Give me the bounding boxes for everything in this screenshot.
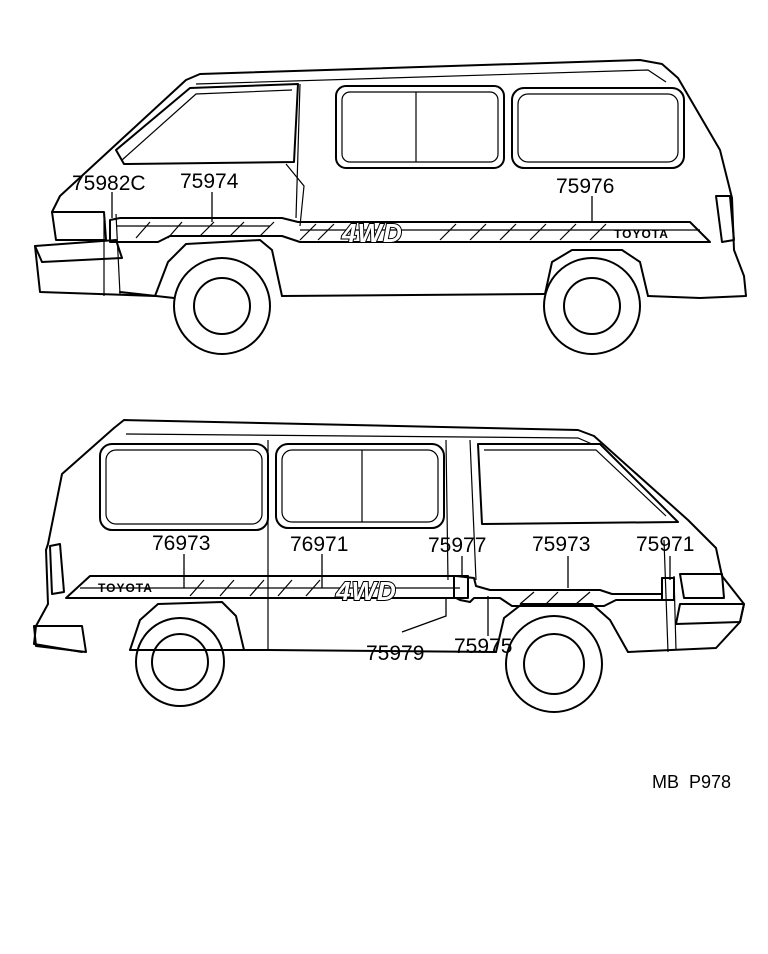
headlight xyxy=(51,211,107,241)
part-label-75973: 75973 xyxy=(532,533,590,556)
front-wheel xyxy=(173,257,271,355)
part-label-75974: 75974 xyxy=(180,170,239,193)
rear-wheel-bottom xyxy=(135,617,225,707)
stripe-brand-top: TOYOTA xyxy=(614,227,669,241)
side-stripe-top: 4WD TOYOTA xyxy=(109,217,711,249)
stripe-end-piece xyxy=(453,575,469,599)
side-stripe-bottom: 4WD TOYOTA xyxy=(65,575,675,607)
rear-wheel-arch-bottom xyxy=(129,601,245,651)
rear-bumper xyxy=(33,625,87,653)
part-label-76973: 76973 xyxy=(152,532,210,555)
stripe-brand-bottom: TOYOTA xyxy=(98,581,153,595)
van-right-side-view: 4WD TOYOTA 75982C 75974 75976 xyxy=(34,59,747,355)
front-wheel-arch xyxy=(154,239,283,297)
rear-wheel-arch xyxy=(544,249,649,297)
part-label-76971: 76971 xyxy=(290,533,348,556)
front-wheel-bottom xyxy=(505,615,603,713)
rear-lamp xyxy=(715,195,735,243)
front-window-bottom xyxy=(477,443,679,525)
front-bumper-bottom xyxy=(675,603,745,625)
part-label-75977: 75977 xyxy=(428,534,486,557)
middle-window xyxy=(335,85,505,169)
page-code: MB P978 xyxy=(652,772,731,792)
rear-window-bottom xyxy=(99,443,269,531)
van-left-side-view: 4WD TOYOTA 76973 76971 75977 75973 75971… xyxy=(33,419,745,713)
part-label-75976: 75976 xyxy=(556,175,614,198)
roof-line xyxy=(195,69,667,85)
stripe-logo-bottom: 4WD xyxy=(335,576,397,606)
stripe-logo-top: 4WD xyxy=(341,218,403,248)
front-window xyxy=(115,83,299,165)
middle-window-bottom xyxy=(275,443,445,529)
rear-lamp-bottom xyxy=(49,543,65,595)
rear-wheel xyxy=(543,257,641,355)
part-label-75979: 75979 xyxy=(366,642,424,665)
rear-window xyxy=(511,87,685,169)
part-label-75971: 75971 xyxy=(636,533,694,556)
front-bumper xyxy=(34,239,123,263)
part-label-75975: 75975 xyxy=(454,635,512,658)
headlight-bottom xyxy=(679,573,725,599)
part-label-75982c: 75982C xyxy=(72,172,146,195)
van-body-outline xyxy=(34,59,747,299)
roof-line-bottom xyxy=(125,433,593,445)
front-wheel-arch-bottom xyxy=(495,603,629,653)
